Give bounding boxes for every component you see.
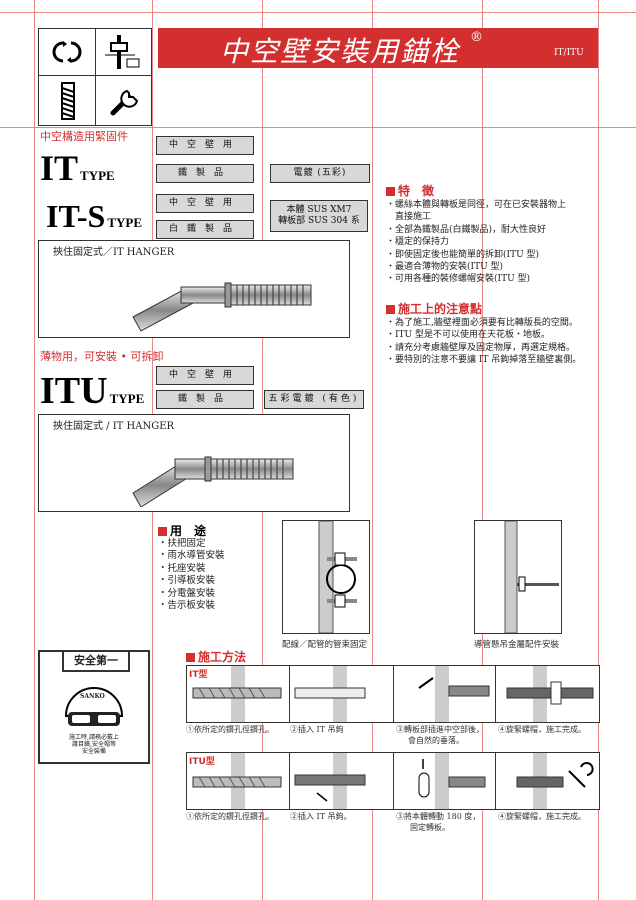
itu-label: ITU型 — [189, 757, 215, 767]
material-box: 本體 SUS XM7 轉板部 SUS 304 系 — [270, 200, 368, 232]
safety-title: 安全第一 — [62, 650, 130, 672]
wrench-icon — [107, 83, 143, 123]
features-title: 特 徵 — [386, 182, 434, 199]
step-caption: 固定轉板。 — [410, 823, 450, 832]
itu-steps-panel: ITU型 — [186, 752, 600, 810]
list-item: ・告示板安裝 — [158, 600, 216, 612]
registered-mark: ® — [470, 30, 483, 45]
figure-caption: 導管懸吊金屬配件安裝 — [474, 640, 560, 650]
guide-line — [372, 0, 373, 900]
page-title: 中空壁安裝用錨栓 — [220, 35, 461, 68]
plating-box: 電鍍 (五彩) — [270, 164, 370, 183]
screw-icon — [57, 81, 79, 125]
icon-grid — [38, 28, 152, 126]
spec-box: 中空壁用 — [156, 194, 254, 213]
list-item: ・全部為鐵製品(白鐵製品)，耐大性良好 — [386, 224, 547, 235]
figure-caption: 配線／配管的管束固定 — [282, 640, 368, 650]
list-item: ・雨水導管安裝 — [158, 550, 225, 562]
spec-box: 白鐵製品 — [156, 220, 254, 239]
hanger-label: 挾住固定式／IT HANGER — [53, 247, 175, 258]
list-item: ・穩定的保持力 — [386, 237, 450, 248]
step-caption: ④旋緊螺帽，施工完成。 — [498, 812, 586, 821]
itu-hanger-image — [127, 433, 297, 511]
spec-box: 鐵製品 — [156, 164, 254, 183]
brand-logo: SANKO — [80, 693, 105, 700]
uses-title: 用 途 — [158, 522, 206, 539]
it-hanger-panel: 挾住固定式／IT HANGER — [38, 240, 350, 338]
uses-list: ・扶把固定 ・雨水導管安裝 ・托座安裝 ・引導板安裝 ・分電盤安裝 ・告示板安裝 — [158, 538, 225, 612]
guide-line — [0, 12, 636, 13]
it-hanger-image — [125, 259, 315, 337]
spec-box: 鐵製品 — [156, 390, 254, 409]
list-item: ・分電盤安裝 — [158, 587, 216, 599]
goggles-icon — [62, 678, 126, 734]
spec-box: 中空壁用 — [156, 366, 254, 385]
list-item: ・ITU 型是不可以使用在天花板・地板。 — [386, 330, 551, 341]
step-caption: ①依所定的鑽孔徑鑽孔。 — [186, 725, 274, 734]
list-item: ・最適合薄物的安裝(ITU 型) — [386, 262, 504, 273]
title-banner: 中空壁安裝用錨栓 ® IT/ITU — [158, 28, 598, 68]
step-caption: ②插入 IT 吊鉤。 — [290, 812, 352, 821]
section-label: 中空構造用緊固件 — [40, 130, 128, 143]
spec-box: 中空壁用 — [156, 136, 254, 155]
list-item: 直接施工 — [386, 212, 432, 223]
list-item: ・螺絲本體與轉板是同徑，可在已安裝器物上 — [386, 200, 567, 210]
list-item: ・請充分考慮牆壁厚及固定物厚，再選定規格。 — [386, 342, 576, 353]
itu-hanger-panel: 挾住固定式 / IT HANGER — [38, 414, 350, 512]
plating-box: 五彩電鍍 (有色) — [264, 390, 364, 409]
conduit-figure — [474, 520, 562, 634]
step-caption: ②插入 IT 吊鉤 — [290, 725, 344, 734]
method-title: 施工方法 — [186, 648, 246, 665]
list-item: ・可用各種的裝修螺帽安裝(ITU 型) — [386, 274, 531, 285]
notes-list: ・為了施工,牆壁裡面必須要有比轉版長的空間。 ・ITU 型是不可以使用在天花板・… — [386, 317, 598, 367]
guide-line — [34, 0, 35, 900]
step-caption: ③將本體轉動 180 度， — [396, 812, 481, 821]
guide-line — [482, 0, 483, 900]
step-caption: ④旋緊螺帽，施工完成。 — [498, 725, 586, 734]
step-caption: ①依所定的鑽孔徑鑽孔。 — [186, 812, 274, 821]
list-item: ・即使固定後也能簡單的拆卸(ITU 型) — [386, 249, 540, 260]
guide-line — [0, 127, 636, 128]
section-label: 薄物用，可安裝 • 可拆卸 — [40, 350, 164, 363]
guide-line — [598, 0, 599, 900]
list-item: ・扶把固定 — [158, 538, 206, 549]
hanger-label: 挾住固定式 / IT HANGER — [53, 421, 175, 432]
clamp-icon — [49, 37, 85, 71]
hex-bolt-icon — [103, 33, 143, 75]
safety-note: 施工時,請務必戴上 護目鏡,安全帽等 安全裝備 — [69, 734, 119, 755]
product-code: IT/ITU — [554, 48, 584, 58]
step-caption: ③轉板部插進中空部後， — [396, 725, 484, 734]
it-label: IT型 — [189, 670, 208, 680]
list-item: ・為了施工,牆壁裡面必須要有比轉版長的空間。 — [386, 318, 578, 328]
step-caption: 會自然的垂落。 — [408, 736, 464, 745]
list-item: ・引導板安裝 — [158, 575, 216, 587]
it-steps-panel: IT型 — [186, 665, 600, 723]
list-item: ・要特別的注意不要讓 IT 吊鉤掉落至牆壁裏側。 — [386, 355, 582, 366]
features-list: ・螺絲本體與轉板是同徑，可在已安裝器物上 直接施工 ・全部為鐵製品(白鐵製品)，… — [386, 199, 596, 286]
list-item: ・托座安裝 — [158, 562, 206, 574]
safety-panel: 安全第一 SANKO 施工時,請務必戴上 護目鏡,安全帽等 安全裝備 — [38, 650, 150, 764]
pipe-clamp-figure — [282, 520, 370, 634]
notes-title: 施工上的注意點 — [386, 300, 482, 317]
